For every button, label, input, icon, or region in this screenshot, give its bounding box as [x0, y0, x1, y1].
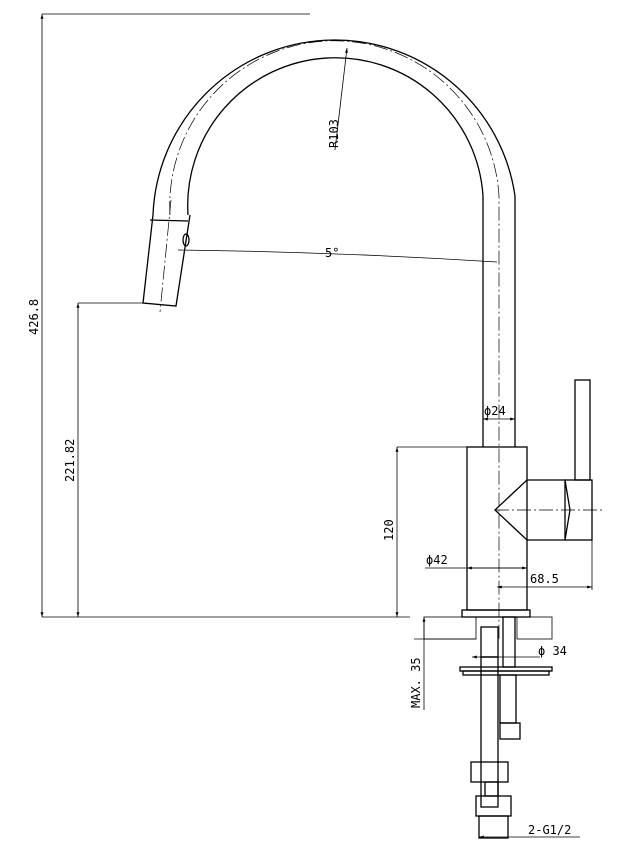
radius-label: R103 — [327, 119, 341, 148]
pull-out-spray-head — [142, 199, 191, 313]
body-diameter-label: ϕ42 — [426, 553, 448, 567]
mount-hole-label: ϕ 34 — [538, 644, 567, 658]
inlet-thread-label: 2-G1/2 — [528, 823, 571, 837]
total-height-label: 426.8 — [27, 299, 41, 335]
handle-reach-label: 68.5 — [530, 572, 559, 586]
spout-height-label: 221.82 — [63, 439, 77, 482]
body-height-label: 120 — [382, 519, 396, 541]
tube-diameter-label: ϕ24 — [484, 404, 506, 418]
faucet-body — [461, 379, 605, 618]
max-thickness-label: MAX. 35 — [409, 657, 423, 708]
countertop-section — [423, 616, 553, 640]
angle-label: 5° — [325, 246, 339, 260]
spout-gooseneck — [42, 13, 516, 640]
mounting-hardware — [459, 616, 553, 839]
